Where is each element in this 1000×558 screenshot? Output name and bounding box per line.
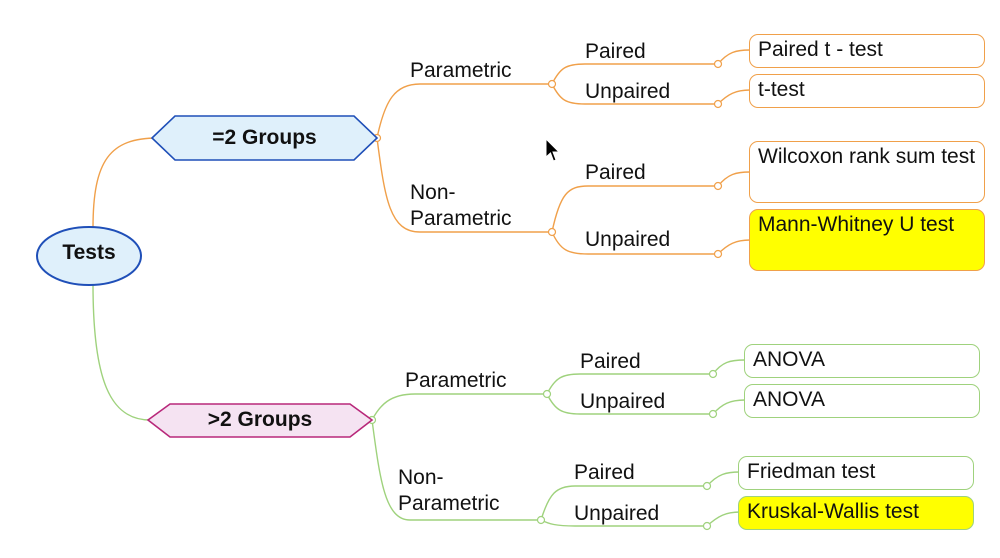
branch-label-g2-nonparametric: Non- Parametric bbox=[398, 466, 500, 516]
orange-joints bbox=[372, 59, 723, 259]
connector-group2-parametric bbox=[371, 393, 547, 421]
condition-label-g1n-unpaired: Unpaired bbox=[585, 228, 671, 251]
connector-g2p-unpaired-box bbox=[712, 399, 746, 415]
connector-g1n-paired bbox=[551, 185, 718, 233]
condition-label-g2p-unpaired: Unpaired bbox=[580, 390, 666, 413]
mouse-cursor-icon bbox=[545, 138, 561, 162]
condition-label-g2n-paired: Paired bbox=[574, 461, 635, 484]
connector-root-group1 bbox=[92, 137, 159, 229]
connector-g2n-paired bbox=[540, 485, 707, 521]
root-node-shape[interactable] bbox=[36, 226, 142, 286]
root-node-label: Tests bbox=[62, 241, 116, 264]
condition-label-g1p-unpaired: Unpaired bbox=[585, 80, 671, 103]
connector-group1-parametric bbox=[376, 83, 552, 139]
connector-g2p-paired-box bbox=[712, 359, 746, 375]
leaf-box-g1n-unpaired[interactable]: Mann-Whitney U test bbox=[749, 209, 985, 271]
connector-g2p-paired bbox=[546, 373, 713, 395]
condition-label-g2p-paired: Paired bbox=[580, 350, 641, 373]
connector-g2n-paired-box bbox=[706, 471, 741, 487]
connector-g1p-paired bbox=[551, 63, 718, 85]
leaf-box-g1p-paired[interactable]: Paired t - test bbox=[749, 34, 985, 68]
connector-g1n-unpaired bbox=[551, 231, 718, 255]
leaf-box-g2p-paired[interactable]: ANOVA bbox=[744, 344, 980, 378]
connector-root-group2 bbox=[92, 283, 151, 421]
connector-g1p-unpaired-box bbox=[717, 89, 751, 105]
group2-node-shape[interactable] bbox=[146, 403, 374, 438]
leaf-box-g2n-paired[interactable]: Friedman test bbox=[738, 456, 974, 490]
branch-label-g2-parametric: Parametric bbox=[405, 369, 507, 392]
group2-node-label: >2 Groups bbox=[207, 408, 313, 431]
condition-label-g2n-unpaired: Unpaired bbox=[574, 502, 660, 525]
group1-node-label: =2 Groups bbox=[212, 126, 317, 149]
connector-group2-nonparametric bbox=[371, 419, 541, 521]
group1-node-shape[interactable] bbox=[150, 115, 379, 161]
connector-g1n-unpaired-box bbox=[717, 239, 751, 255]
connector-g1p-unpaired bbox=[551, 83, 718, 105]
condition-label-g1p-paired: Paired bbox=[585, 40, 646, 63]
leaf-box-g2n-unpaired[interactable]: Kruskal-Wallis test bbox=[738, 496, 974, 530]
connector-g1p-paired-box bbox=[717, 49, 751, 65]
branch-label-g1-nonparametric: Non- Parametric bbox=[410, 181, 512, 231]
connector-g2n-unpaired-box bbox=[706, 511, 741, 527]
branch-label-g1-parametric: Parametric bbox=[410, 59, 512, 82]
condition-label-g1n-paired: Paired bbox=[585, 161, 646, 184]
connector-g2p-unpaired bbox=[546, 393, 713, 415]
connector-g1n-paired-box bbox=[717, 171, 751, 187]
leaf-box-g1p-unpaired[interactable]: t-test bbox=[749, 74, 985, 108]
connector-group1-nonparametric bbox=[376, 137, 552, 233]
leaf-box-g1n-paired[interactable]: Wilcoxon rank sum test bbox=[749, 141, 985, 203]
leaf-box-g2p-unpaired[interactable]: ANOVA bbox=[744, 384, 980, 418]
